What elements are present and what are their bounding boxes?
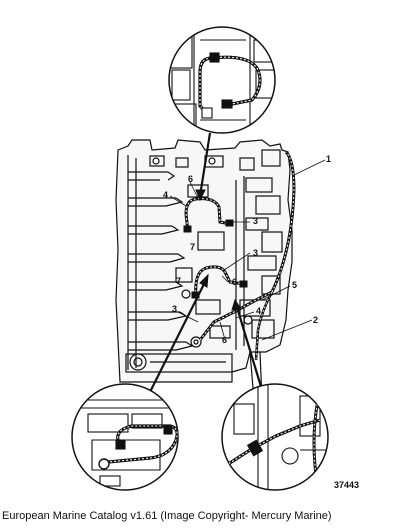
engine-harness-diagram: 1 2 3 3 3 4 4 5 6 6 6 7 7 (71, 26, 359, 491)
wiring-harness (183, 150, 296, 361)
callout-1: 1 (326, 154, 331, 164)
callout-6: 6 (222, 335, 227, 345)
figure-number: 37443 (334, 480, 359, 490)
callout-7: 7 (190, 242, 195, 252)
detail-inset-bottom-left (71, 383, 179, 491)
callout-2: 2 (313, 315, 318, 325)
callout-7: 7 (176, 276, 181, 286)
callout-4: 4 (256, 306, 261, 316)
callout-4: 4 (163, 190, 168, 200)
leader-lines (169, 159, 326, 341)
callout-3: 3 (253, 216, 258, 226)
callout-6: 6 (232, 277, 237, 287)
detail-inset-bottom-right (221, 383, 329, 491)
engine-block (115, 139, 293, 401)
callouts: 1 2 3 3 3 4 4 5 6 6 6 7 7 (163, 154, 331, 345)
inset-pointers (149, 132, 264, 393)
detail-inset-top (168, 26, 276, 134)
image-caption: European Marine Catalog v1.61 (Image Cop… (2, 510, 332, 522)
callout-3: 3 (172, 304, 177, 314)
callout-5: 5 (292, 280, 297, 290)
callout-6: 6 (188, 174, 193, 184)
callout-3: 3 (253, 248, 258, 258)
